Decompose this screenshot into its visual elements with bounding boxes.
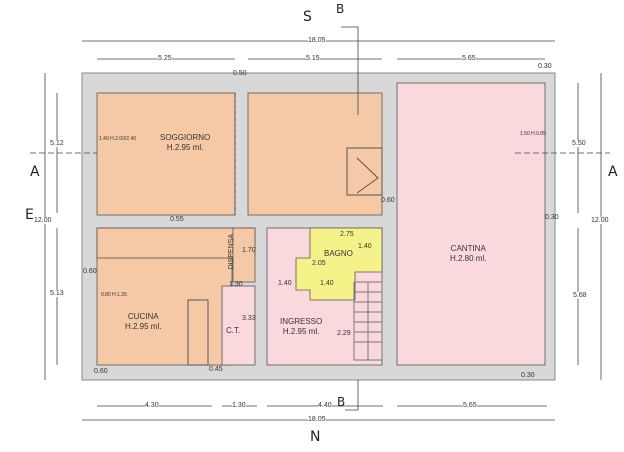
- dim-bottom-1: 4.30: [145, 402, 159, 409]
- dim-stairs-229: 2.29: [337, 330, 351, 337]
- dim-wall-030-b: 0.30: [545, 214, 559, 221]
- dim-ingresso-140: 1.40: [278, 280, 292, 287]
- room-soggiorno-east: [247, 92, 383, 216]
- dim-wall-045: 0.45: [209, 366, 223, 373]
- section-s-marker: S: [303, 9, 312, 25]
- dim-wall-060-a: 0.60: [381, 197, 395, 204]
- room-bagno-label: BAGNO: [324, 249, 353, 258]
- east-marker: E: [25, 207, 34, 223]
- dim-bottom-3: 4.40: [318, 402, 332, 409]
- window-soggiorno-left: 1.40 H.2.00/2.40: [99, 136, 136, 142]
- window-cantina-right: 1.50 H.0.85: [520, 131, 546, 137]
- section-b-bottom-marker: B: [337, 395, 346, 409]
- room-dispensa: [232, 227, 256, 283]
- dim-bagno-275: 2.75: [340, 231, 354, 238]
- dim-wall-060-b: 0.60: [83, 268, 97, 275]
- dim-dispensa-170: 1.70: [242, 247, 256, 254]
- room-soggiorno: [96, 92, 236, 216]
- fireplace: [346, 147, 383, 196]
- dim-left-total: 12.00: [34, 217, 52, 224]
- staircase: [353, 281, 383, 361]
- dim-bagno-140-b: 1.40: [320, 280, 334, 287]
- dim-left-2: 5.13: [50, 290, 64, 297]
- dim-right-2: 5.68: [573, 292, 587, 299]
- dim-top-total: 18.05: [308, 37, 326, 44]
- dim-ct-130: 1.30: [229, 281, 243, 288]
- dim-top-3: 5.65: [462, 55, 476, 62]
- dim-right-total: 12.00: [591, 217, 609, 224]
- dim-right-1: 5.50: [572, 140, 586, 147]
- dim-top-1: 5.25: [158, 55, 172, 62]
- dim-bottom-total: 18.05: [308, 416, 326, 423]
- section-a-left-marker: A: [30, 164, 40, 180]
- room-cantina: [396, 82, 546, 366]
- north-marker: N: [310, 429, 321, 445]
- dim-bottom-4: 5.65: [463, 402, 477, 409]
- room-bagno: [295, 227, 383, 301]
- dim-bottom-2: 1.30: [232, 402, 246, 409]
- dim-wall-060-c: 0.60: [94, 368, 108, 375]
- room-ct: [221, 285, 256, 366]
- dim-ct-333: 3.33: [242, 315, 256, 322]
- dim-wall-055: 0.55: [170, 216, 184, 223]
- cucina-hood: [187, 299, 209, 366]
- section-a-right-marker: A: [608, 164, 618, 180]
- dim-wall-030-a: 0.30: [538, 63, 552, 70]
- room-ct-label: C.T.: [226, 326, 241, 335]
- fireplace-mark: [356, 157, 379, 194]
- dim-top-2: 5.15: [306, 55, 320, 62]
- dim-bagno-140-a: 1.40: [358, 243, 372, 250]
- dim-wall-050: 0.50: [233, 70, 247, 77]
- section-b-top-marker: B: [336, 2, 345, 16]
- window-cucina-left: 0.80 H.1.35: [101, 292, 127, 298]
- room-dispensa-label: DISPENSA: [228, 234, 235, 270]
- dim-left-1: 5.12: [50, 140, 64, 147]
- dim-wall-030-c: 0.30: [521, 372, 535, 379]
- dim-bagno-205: 2.05: [312, 260, 326, 267]
